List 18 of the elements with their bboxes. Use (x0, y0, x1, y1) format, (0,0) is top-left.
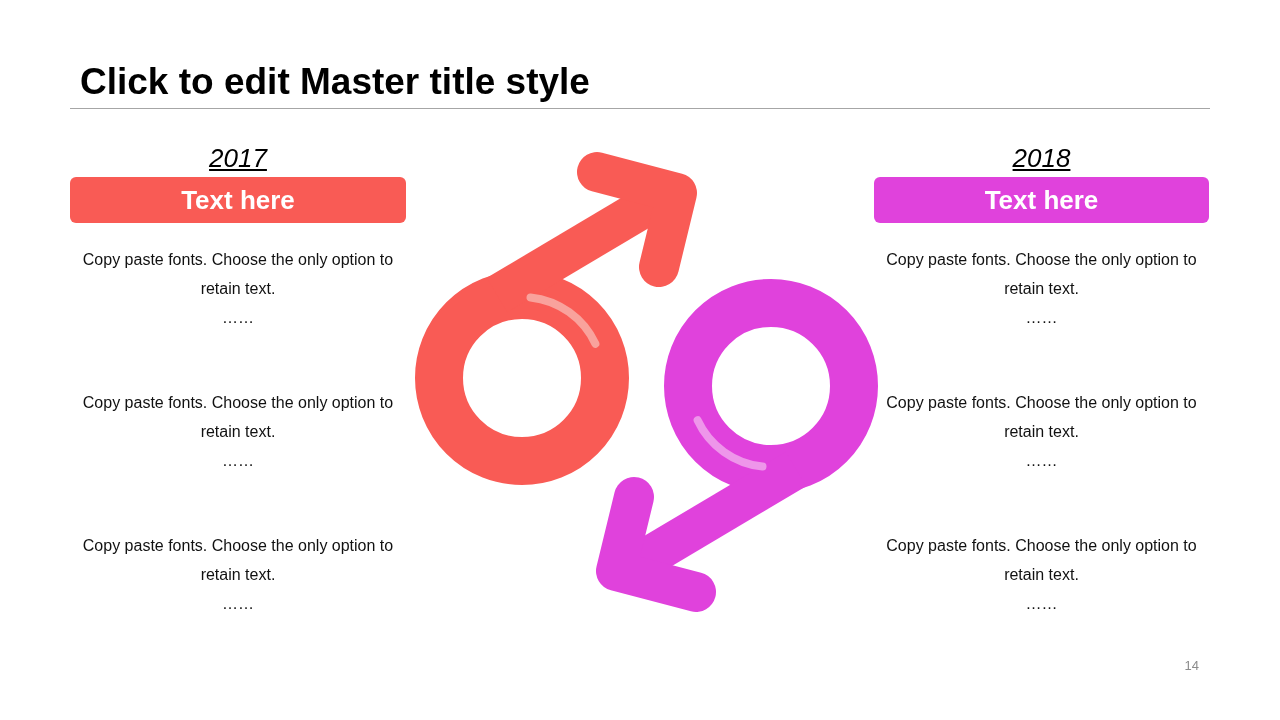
year-heading: 2018 (1012, 143, 1071, 173)
header-bar: Text here (874, 177, 1209, 223)
slide-title: Click to edit Master title style (80, 60, 590, 104)
body-text: Copy paste fonts. Choose the only option to retain text. (886, 251, 1197, 297)
year-heading: 2017 (209, 143, 267, 173)
body-text: Copy paste fonts. Choose the only option to retain text. (82, 251, 394, 297)
ellipsis: …… (222, 452, 254, 469)
ellipsis: …… (222, 309, 254, 326)
body-text: Copy paste fonts. Choose the only option to retain text. (886, 537, 1197, 583)
body-text: Copy paste fonts. Choose the only option to retain text. (886, 394, 1197, 440)
body-text: Copy paste fonts. Choose the only option to retain text. (82, 537, 394, 583)
ellipsis: …… (1025, 452, 1058, 469)
ellipsis: …… (1025, 595, 1058, 612)
page-number: 14 (1184, 658, 1199, 673)
body-text: Copy paste fonts. Choose the only option to retain text. (82, 394, 394, 440)
ellipsis: …… (1025, 309, 1058, 326)
header-bar: Text here (70, 177, 406, 223)
ellipsis: …… (222, 595, 254, 612)
